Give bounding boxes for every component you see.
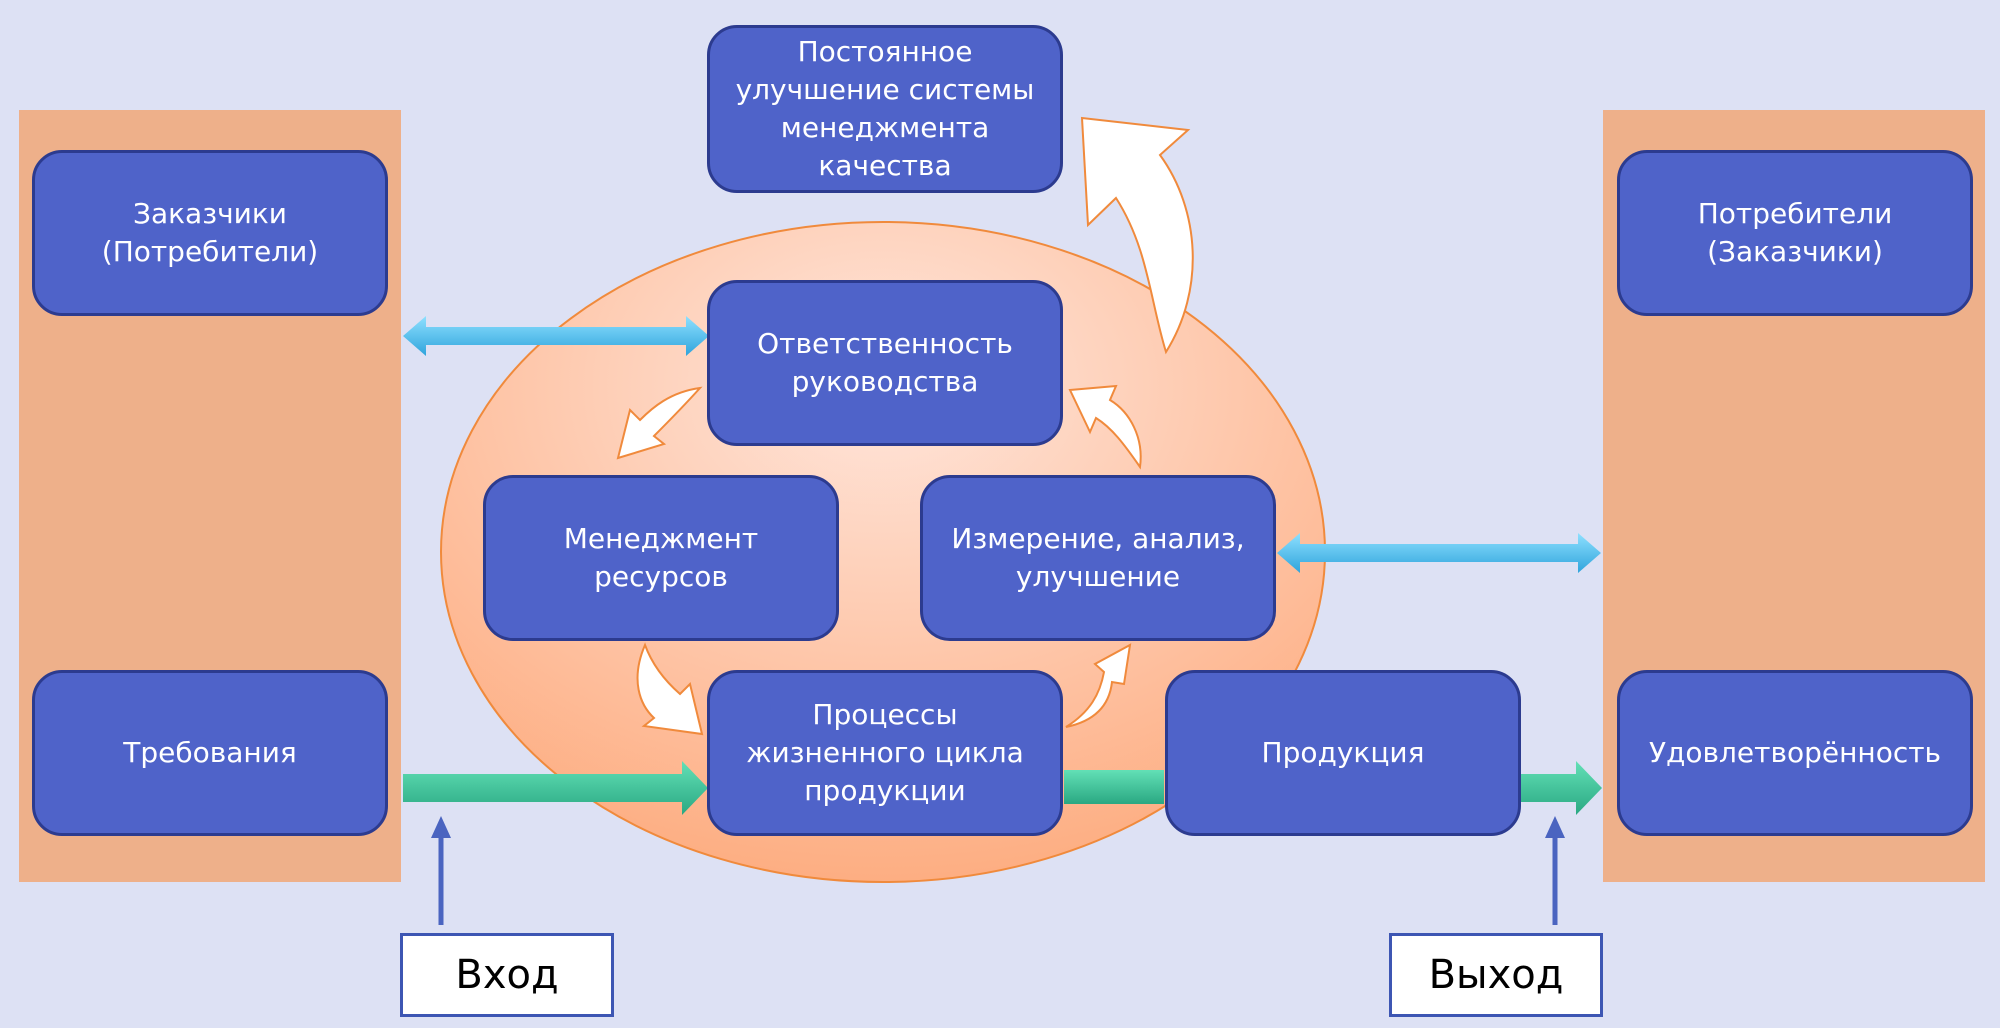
node-consumers[interactable]: Потребители (Заказчики): [1617, 150, 1973, 316]
cycle-arrow-resources-processes: [636, 642, 704, 736]
node-measurement-analysis[interactable]: Измерение, анализ, улучшение: [920, 475, 1276, 641]
info-arrow-customers-management: [403, 316, 709, 356]
input-pointer-arrow: [431, 816, 451, 925]
input-label: Вход: [400, 933, 614, 1017]
cycle-arrow-processes-measurement: [1065, 643, 1132, 728]
node-management-responsibility[interactable]: Ответственность руководства: [707, 280, 1063, 446]
flow-bar-processes-product: [1064, 770, 1164, 804]
output-pointer-arrow: [1545, 816, 1565, 925]
node-resource-management[interactable]: Менеджмент ресурсов: [483, 475, 839, 641]
cycle-arrow-management-resources: [616, 386, 703, 460]
node-satisfaction[interactable]: Удовлетворённость: [1617, 670, 1973, 836]
node-customers[interactable]: Заказчики (Потребители): [32, 150, 388, 316]
info-arrow-measurement-consumers: [1277, 533, 1601, 573]
node-requirements[interactable]: Требования: [32, 670, 388, 836]
flow-arrow-product-satisfaction: [1521, 761, 1602, 815]
flow-arrow-requirements-processes: [403, 761, 708, 815]
output-label: Выход: [1389, 933, 1603, 1017]
improvement-curved-arrow: [1080, 116, 1194, 355]
cycle-arrow-measurement-management: [1068, 384, 1142, 470]
node-product-lifecycle[interactable]: Процессы жизненного цикла продукции: [707, 670, 1063, 836]
node-product[interactable]: Продукция: [1165, 670, 1521, 836]
node-continuous-improvement[interactable]: Постоянное улучшение системы менеджмента…: [707, 25, 1063, 193]
